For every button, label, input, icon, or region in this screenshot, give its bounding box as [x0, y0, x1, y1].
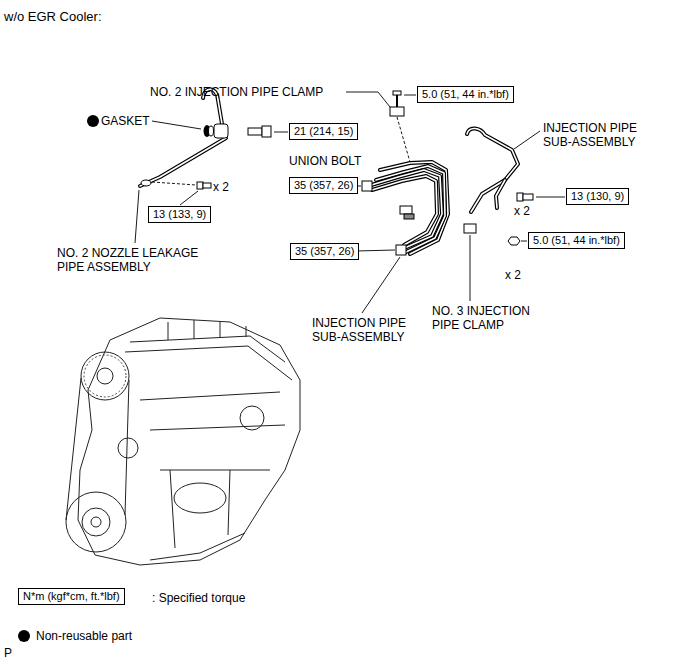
torque-box: N*m (kgf*cm, ft.*lbf)	[18, 588, 125, 605]
diagram-title: w/o EGR Cooler:	[4, 9, 102, 25]
legend-symbols	[18, 115, 99, 642]
torque-value: 5.0 (51, 44 in.*lbf)	[422, 88, 509, 100]
torque-box: 35 (357, 26)	[290, 243, 359, 260]
part-label: NO. 2 INJECTION PIPE CLAMP	[150, 85, 323, 99]
torque-value: 21 (214, 15)	[294, 125, 353, 137]
torque-box: 35 (357, 26)	[289, 177, 358, 194]
leakage-pipe	[140, 89, 228, 186]
torque-value: 35 (357, 26)	[294, 179, 353, 191]
bolt-pair	[135, 121, 211, 243]
part-label: NO. 3 INJECTION PIPE CLAMP	[432, 304, 547, 333]
gasket-symbol	[204, 125, 214, 137]
quantity-label: x 2	[505, 268, 521, 282]
torque-box: 21 (214, 15)	[289, 123, 358, 140]
clamp-no3	[400, 206, 476, 301]
figure-code: P	[4, 646, 12, 660]
torque-value: 13 (133, 9)	[153, 208, 206, 220]
part-label: GASKET	[101, 114, 150, 128]
torque-box: 5.0 (51, 44 in.*lbf)	[528, 232, 625, 249]
legend-text: : Specified torque	[152, 591, 245, 605]
part-label: NO. 2 NOZZLE LEAKAGE PIPE ASSEMBLY	[57, 246, 227, 275]
quantity-label: x 2	[213, 180, 229, 194]
injection-pipe-set	[356, 162, 448, 313]
torque-box: 5.0 (51, 44 in.*lbf)	[417, 86, 514, 103]
torque-value: 13 (130, 9)	[571, 190, 624, 202]
part-label: UNION BOLT	[289, 154, 361, 168]
legend-item: Non-reusable part	[36, 629, 132, 643]
torque-box: 13 (133, 9)	[148, 206, 211, 223]
part-label: INJECTION PIPE SUB-ASSEMBLY	[543, 121, 658, 150]
engine-illustration	[66, 318, 300, 565]
legend-item: : Specified torque	[152, 591, 245, 605]
part-label: INJECTION PIPE SUB-ASSEMBLY	[312, 316, 427, 345]
torque-box: 13 (130, 9)	[566, 188, 629, 205]
torque-value: 35 (357, 26)	[295, 245, 354, 257]
union-bolt	[248, 126, 288, 137]
quantity-label: x 2	[514, 204, 530, 218]
torque-value: 5.0 (51, 44 in.*lbf)	[533, 234, 620, 246]
torque-value: N*m (kgf*cm, ft.*lbf)	[23, 590, 120, 602]
legend-text: Non-reusable part	[36, 629, 132, 643]
